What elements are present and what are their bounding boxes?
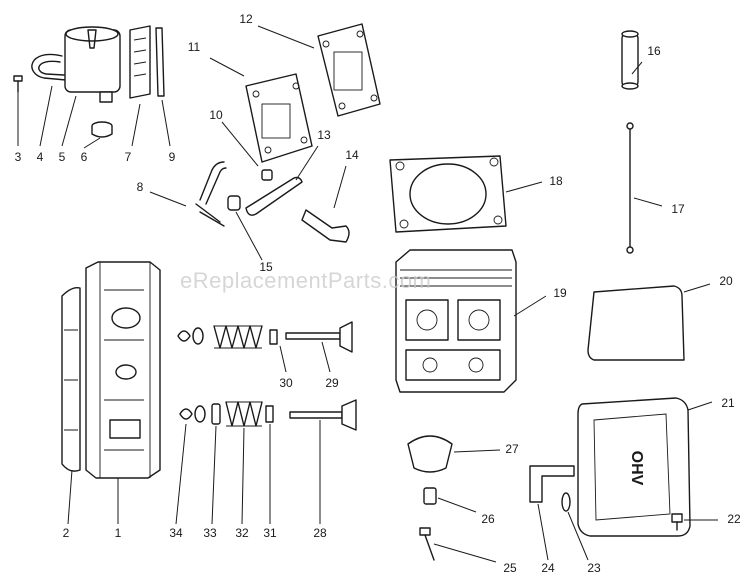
callout-33: 33 xyxy=(203,526,217,540)
part-fitting-15 xyxy=(227,195,241,211)
valve-cover-lettering: OHV xyxy=(628,451,645,486)
callout-3: 3 xyxy=(15,150,22,164)
callout-31: 31 xyxy=(263,526,277,540)
callout-25: 25 xyxy=(503,561,517,575)
callout-13: 13 xyxy=(317,128,331,142)
callout-9: 9 xyxy=(169,150,176,164)
callout-6: 6 xyxy=(81,150,88,164)
callout-29: 29 xyxy=(325,376,339,390)
part-seal-31 xyxy=(265,405,274,423)
part-cap-6 xyxy=(91,121,113,138)
part-pin-23 xyxy=(561,492,571,512)
part-head-gasket-18 xyxy=(389,155,507,233)
callout-26: 26 xyxy=(481,512,495,526)
part-valve-27 xyxy=(407,435,453,473)
callout-32: 32 xyxy=(235,526,249,540)
part-cover-plate-11 xyxy=(245,73,313,163)
callout-labels: 3 4 5 6 7 9 8 10 11 12 13 14 15 16 17 18… xyxy=(15,12,741,575)
part-retainer-33 xyxy=(211,403,221,425)
callout-8: 8 xyxy=(137,180,144,194)
part-cover-gasket-20 xyxy=(587,285,685,361)
part-head-block-1 xyxy=(85,261,161,479)
part-spring-32 xyxy=(225,401,263,427)
leader-lines xyxy=(17,25,718,563)
callout-11: 11 xyxy=(188,40,201,54)
callout-23: 23 xyxy=(587,561,601,575)
watermark-text: eReplacementParts.com xyxy=(180,268,431,293)
part-bolt-22 xyxy=(671,513,683,531)
part-valve-seal-30 xyxy=(269,329,278,345)
part-plug-10 xyxy=(261,169,273,181)
part-gasket-9 xyxy=(155,27,165,97)
part-bracket-24 xyxy=(529,465,575,503)
callout-20: 20 xyxy=(719,274,733,288)
part-gasket-2 xyxy=(61,286,81,472)
callout-34: 34 xyxy=(169,526,183,540)
callout-17: 17 xyxy=(671,202,685,216)
callout-21: 21 xyxy=(721,396,735,410)
callout-7: 7 xyxy=(125,150,132,164)
part-valve-29 xyxy=(285,321,353,353)
part-tube-16 xyxy=(621,30,639,90)
callout-22: 22 xyxy=(727,512,741,526)
callout-28: 28 xyxy=(313,526,327,540)
callout-12: 12 xyxy=(239,12,253,26)
callout-24: 24 xyxy=(541,561,555,575)
part-hose-13 xyxy=(245,176,303,216)
callout-19: 19 xyxy=(553,286,567,300)
callout-14: 14 xyxy=(345,148,359,162)
part-valve-cover-21: OHV xyxy=(577,397,691,537)
callout-15: 15 xyxy=(259,260,273,274)
callout-30: 30 xyxy=(279,376,293,390)
part-hose-14 xyxy=(301,209,350,243)
callout-1: 1 xyxy=(115,526,122,540)
part-valve-keeper-upper xyxy=(177,327,204,345)
part-elbow-hose-8 xyxy=(195,161,227,227)
callout-5: 5 xyxy=(59,150,66,164)
part-keeper-34 xyxy=(179,405,206,423)
part-cylinder-head-19 xyxy=(395,249,517,393)
part-spacer-26 xyxy=(423,487,437,505)
part-clamp-4 xyxy=(31,53,67,81)
part-spring-upper xyxy=(213,325,263,349)
part-filter-7 xyxy=(129,25,151,99)
cover-lettering-text: OHV xyxy=(628,451,645,486)
callout-2: 2 xyxy=(63,526,70,540)
part-screw-3 xyxy=(13,75,23,93)
callout-10: 10 xyxy=(209,108,223,122)
part-pushrod-17 xyxy=(626,122,634,254)
part-plate-12 xyxy=(317,23,381,117)
part-valve-28 xyxy=(289,399,357,431)
callout-18: 18 xyxy=(549,174,563,188)
callout-4: 4 xyxy=(37,150,44,164)
callout-16: 16 xyxy=(647,44,661,58)
part-canister-5 xyxy=(64,26,121,103)
callout-27: 27 xyxy=(505,442,519,456)
part-bolt-25 xyxy=(419,527,435,561)
